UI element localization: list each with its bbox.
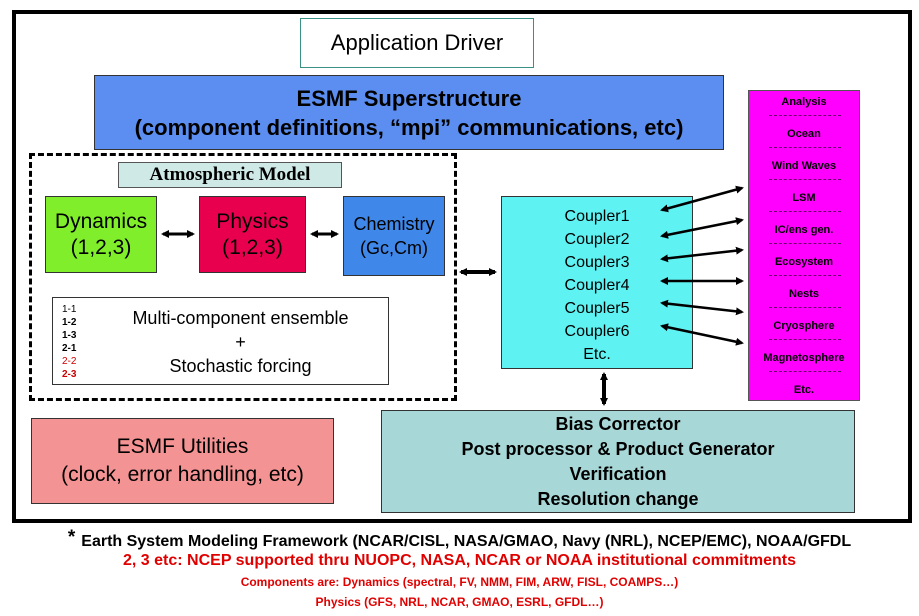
ensemble-codes: 1-1 1-2 1-3 2-1 2-2 2-3 <box>62 303 76 381</box>
components-box: Analysis Ocean Wind Waves LSM IC/ens gen… <box>748 90 860 401</box>
dynamics-variants: (1,2,3) <box>70 235 132 259</box>
post-processing-item: Resolution change <box>537 488 699 509</box>
ensemble-code: 2-3 <box>62 369 77 380</box>
coupler-item: Coupler1 <box>564 208 630 225</box>
component-item: Magnetosphere <box>763 352 845 364</box>
post-processing-item: Verification <box>569 463 667 484</box>
ensemble-line2: + <box>235 332 246 352</box>
component-item: Analysis <box>781 96 827 108</box>
ensemble-text: Multi-component ensemble + Stochastic fo… <box>98 306 383 378</box>
component-separator <box>769 371 841 372</box>
superstructure-subtitle: (component definitions, “mpi” communicat… <box>134 114 684 140</box>
application-driver-box: Application Driver <box>300 18 534 68</box>
component-item: Nests <box>789 288 819 300</box>
footnote-star: * <box>67 527 76 548</box>
component-item: IC/ens gen. <box>774 224 834 236</box>
esmf-superstructure-box: ESMF Superstructure (component definitio… <box>94 75 724 150</box>
component-separator <box>769 307 841 308</box>
component-item: Etc. <box>793 384 815 396</box>
application-driver-label: Application Driver <box>330 30 504 55</box>
coupler-item: Coupler4 <box>564 277 630 294</box>
ensemble-code: 1-3 <box>62 330 77 341</box>
atmospheric-model-title: Atmospheric Model <box>118 162 342 188</box>
footnote-esmf: * Earth System Modeling Framework (NCAR/C… <box>0 527 919 552</box>
ensemble-line1: Multi-component ensemble <box>132 308 349 328</box>
coupler-item: Coupler6 <box>564 323 630 340</box>
atmospheric-model-title-text: Atmospheric Model <box>149 164 311 185</box>
component-item: Ecosystem <box>774 256 834 268</box>
ensemble-code: 2-2 <box>62 356 77 367</box>
chemistry-box: Chemistry (Gc,Cm) <box>343 196 445 276</box>
ensemble-code: 1-2 <box>62 317 77 328</box>
coupler-item: Etc. <box>583 346 611 363</box>
post-processing-item: Bias Corrector <box>555 413 681 434</box>
component-separator <box>769 211 841 212</box>
footnote-line3: Components are: Dynamics (spectral, FV, … <box>240 575 679 589</box>
esmf-frame <box>12 10 912 523</box>
ensemble-code: 2-1 <box>62 343 77 354</box>
physics-variants: (1,2,3) <box>222 235 283 259</box>
component-separator <box>769 339 841 340</box>
dynamics-label: Dynamics <box>54 209 148 233</box>
footnote-line2: 2, 3 etc: NCEP supported thru NUOPC, NAS… <box>123 552 796 569</box>
superstructure-title: ESMF Superstructure <box>296 85 522 111</box>
coupler-item: Coupler5 <box>564 300 630 317</box>
component-separator <box>769 147 841 148</box>
footnote-line1: Earth System Modeling Framework (NCAR/CI… <box>81 533 852 550</box>
coupler-item: Coupler3 <box>564 254 630 271</box>
component-item: Cryosphere <box>773 320 835 332</box>
dynamics-box: Dynamics (1,2,3) <box>45 196 157 273</box>
ensemble-line3: Stochastic forcing <box>169 356 312 376</box>
coupler6-arrow <box>660 323 744 346</box>
ensemble-code: 1-1 <box>62 304 77 315</box>
ensemble-box: 1-1 1-2 1-3 2-1 2-2 2-3 Multi-component … <box>52 297 389 385</box>
post-processing-box: Bias Corrector Post processor & Product … <box>381 410 855 513</box>
coupler1-arrow <box>660 185 744 213</box>
esmf-utilities-box: ESMF Utilities (clock, error handling, e… <box>31 418 334 504</box>
physics-label: Physics <box>216 209 289 233</box>
coupler2-arrow <box>660 217 744 239</box>
component-item: Ocean <box>787 128 821 140</box>
coupler3-arrow <box>660 246 744 263</box>
chemistry-label: Chemistry <box>353 214 435 234</box>
component-separator <box>769 275 841 276</box>
chemistry-variants: (Gc,Cm) <box>360 238 428 258</box>
component-item: LSM <box>792 192 816 204</box>
post-processing-item: Post processor & Product Generator <box>461 438 775 459</box>
coupler-item: Coupler2 <box>564 231 630 248</box>
physics-box: Physics (1,2,3) <box>199 196 306 273</box>
component-separator <box>769 243 841 244</box>
utilities-title: ESMF Utilities <box>116 435 249 458</box>
component-separator <box>769 115 841 116</box>
coupler5-arrow <box>660 299 744 316</box>
component-separator <box>769 179 841 180</box>
atmospheric-model-group <box>29 153 457 401</box>
utilities-subtitle: (clock, error handling, etc) <box>61 463 304 486</box>
component-item: Wind Waves <box>771 160 837 172</box>
footnote-line4: Physics (GFS, NRL, NCAR, GMAO, ESRL, GFD… <box>315 595 604 609</box>
